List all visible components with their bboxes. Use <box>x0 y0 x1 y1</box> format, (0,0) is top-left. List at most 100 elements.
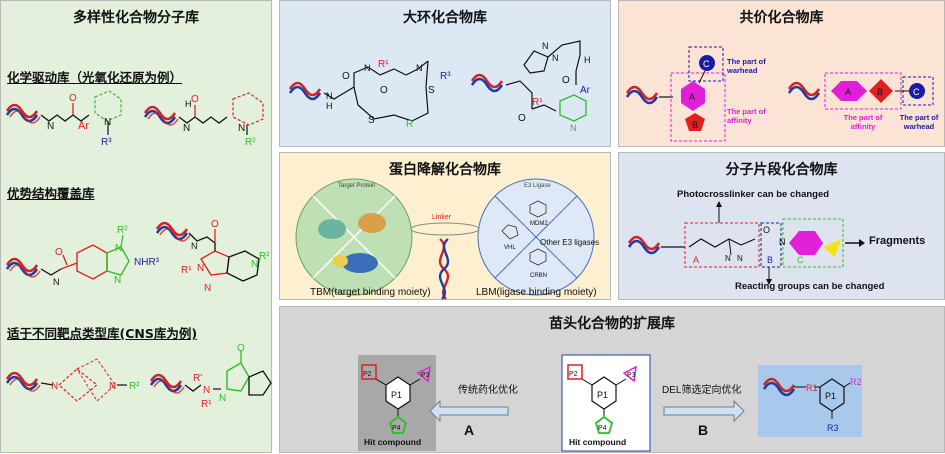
fragment-o: O <box>763 225 770 235</box>
struct4-r1: R¹ <box>181 265 192 276</box>
macro1-r1: R¹ <box>378 59 389 70</box>
macro2-n: N <box>542 41 549 51</box>
fragment-library-panel: 分子片段化合物库 A B C N O N N Photocrosslinker … <box>618 152 945 300</box>
macro1-o2: O <box>380 85 388 96</box>
r3-label-b: R3 <box>827 423 839 433</box>
protein-illustrations <box>318 213 386 273</box>
hit-label-a: Hit compound <box>364 437 421 447</box>
p2-label-a: P2 <box>363 371 372 378</box>
protac-library-panel: 蛋白降解化合物库 Target Protein E3 Ligase Linker… <box>279 152 611 300</box>
route-b-letter: B <box>698 422 708 438</box>
struct4-n3: N <box>204 283 211 294</box>
diverse-library-panel: 多样性化合物分子库 化学驱动库（光氧化还原为例） 优势结构覆盖库 适于不同靶点类… <box>0 0 272 453</box>
struct5-n2: N <box>109 381 116 392</box>
macro1-s1: S <box>368 115 375 126</box>
macro1-s2: S <box>428 85 435 96</box>
macro2-n3: N <box>570 123 577 133</box>
box-c-label: C <box>797 255 804 265</box>
p3-label-a: P3 <box>421 372 430 379</box>
fragment-a-hexagon-1 <box>681 81 705 111</box>
macro2-r1: R¹ <box>532 97 543 108</box>
fragment-b-diamond-2 <box>869 79 893 103</box>
macrocycle-structure-1 <box>288 60 429 122</box>
fragment-b-label-1: B <box>692 120 698 130</box>
struct3-nhr3: NHR³ <box>134 257 160 268</box>
fragment-box-c <box>782 218 844 268</box>
hit-expansion-panel: 苗头化合物的扩展库 P1 P2 P3 P4 <box>279 306 945 453</box>
affinity-label-2: The part of affinity <box>843 113 883 131</box>
p2-box-a <box>361 364 377 380</box>
covalent-warhead-box-1 <box>688 46 724 82</box>
lbm-label: LBM(ligase binding moiety) <box>476 287 597 298</box>
fragment-c-circle-1 <box>699 55 715 71</box>
e3-ligase-label: E3 Ligase <box>524 183 551 189</box>
struct1-n: N <box>47 121 54 132</box>
p4-label-center: P4 <box>598 425 607 432</box>
struct3-o: O <box>55 247 63 258</box>
struct3-r2: R² <box>117 225 128 236</box>
struct6-r1: R¹ <box>201 399 212 410</box>
macro1-n: N <box>326 91 333 101</box>
struct6-rprime: R' <box>193 373 202 384</box>
struct3-n: N <box>53 277 60 287</box>
route-a-arrow <box>429 399 509 423</box>
p2-box-center <box>567 364 583 380</box>
macro1-r: R <box>406 119 413 130</box>
fragment-box-b <box>760 222 782 268</box>
p4-pentagon-center <box>594 415 614 434</box>
warhead-label-1: The part of warhead <box>727 57 766 75</box>
macrocycle-structure-2 <box>470 40 587 122</box>
struct4-r2: R² <box>259 251 270 262</box>
struct2-r2: R² <box>245 137 256 148</box>
protac-diagram: Target Protein E3 Ligase Linker VHL MDM2… <box>295 178 599 300</box>
covalent-library-panel: 共价化合物库 A B C A B C The part of warhead T… <box>618 0 945 147</box>
route-b-arrow <box>663 399 745 423</box>
macro1-r3: R³ <box>440 71 451 82</box>
struct6-n2: N <box>219 393 226 404</box>
fragment-diagram: A B C N O N N <box>627 201 865 285</box>
struct4-n4: N <box>251 259 258 270</box>
struct2-n2: N <box>238 123 245 134</box>
p1-label-b: P1 <box>825 391 836 401</box>
struct2-h: H <box>185 99 192 109</box>
struct4-n2: N <box>197 263 204 274</box>
chem-driven-subtitle: 化学驱动库（光氧化还原为例） <box>7 70 183 85</box>
struct6-o: O <box>237 343 245 354</box>
struct1-n2: N <box>104 117 111 128</box>
struct4-n: N <box>191 241 198 251</box>
macro1-h: H <box>326 101 333 111</box>
fragment-a-hexagon-2 <box>831 81 867 101</box>
fragment-c-label-2: C <box>913 87 920 97</box>
crbn-label: CRBN <box>530 273 547 279</box>
macro2-o: O <box>562 75 570 86</box>
macro2-ar: Ar <box>580 85 591 96</box>
covalent-affinity-box-1 <box>670 72 726 142</box>
fragment-b-pentagon-1 <box>685 113 705 131</box>
privileged-structure-subtitle: 优势结构覆盖库 <box>7 186 95 201</box>
photocrosslinker-label: Photocrosslinker can be changed <box>677 189 830 200</box>
macrocycle-structures: H N O N R¹ O N R³ S S R N N H O Ar R¹ O … <box>288 40 591 133</box>
macrocycle-library-title: 大环化合物库 <box>403 10 487 26</box>
photoredox-structure-2 <box>143 92 264 135</box>
optimized-compound-box-b <box>758 365 862 437</box>
fragments-label: Fragments <box>869 235 926 247</box>
macro1-o: O <box>342 71 350 82</box>
struct4-o: O <box>211 219 219 230</box>
fragment-box-a <box>684 222 760 268</box>
target-protein-label: Target Protein <box>338 183 375 189</box>
macro2-o2: O <box>518 113 526 124</box>
macro2-n2: N <box>552 53 559 63</box>
fragment-hexagon <box>789 231 823 255</box>
struct5-r2: R² <box>129 381 140 392</box>
struct1-o: O <box>69 93 77 104</box>
struct3-n3: N <box>114 275 121 286</box>
struct1-ar: Ar <box>78 120 89 132</box>
covalent-structures: A B C A B C <box>625 46 934 142</box>
fragment-b-label-2: B <box>877 87 883 97</box>
hit-label-center: Hit compound <box>569 437 626 447</box>
struct6-n: N <box>203 385 210 396</box>
linker-label: Linker <box>432 214 452 221</box>
cns-structure-1 <box>5 358 127 402</box>
affinity-label-1: The part of affinity <box>727 107 766 125</box>
tbm-label: TBM(target binding moiety) <box>310 287 431 298</box>
